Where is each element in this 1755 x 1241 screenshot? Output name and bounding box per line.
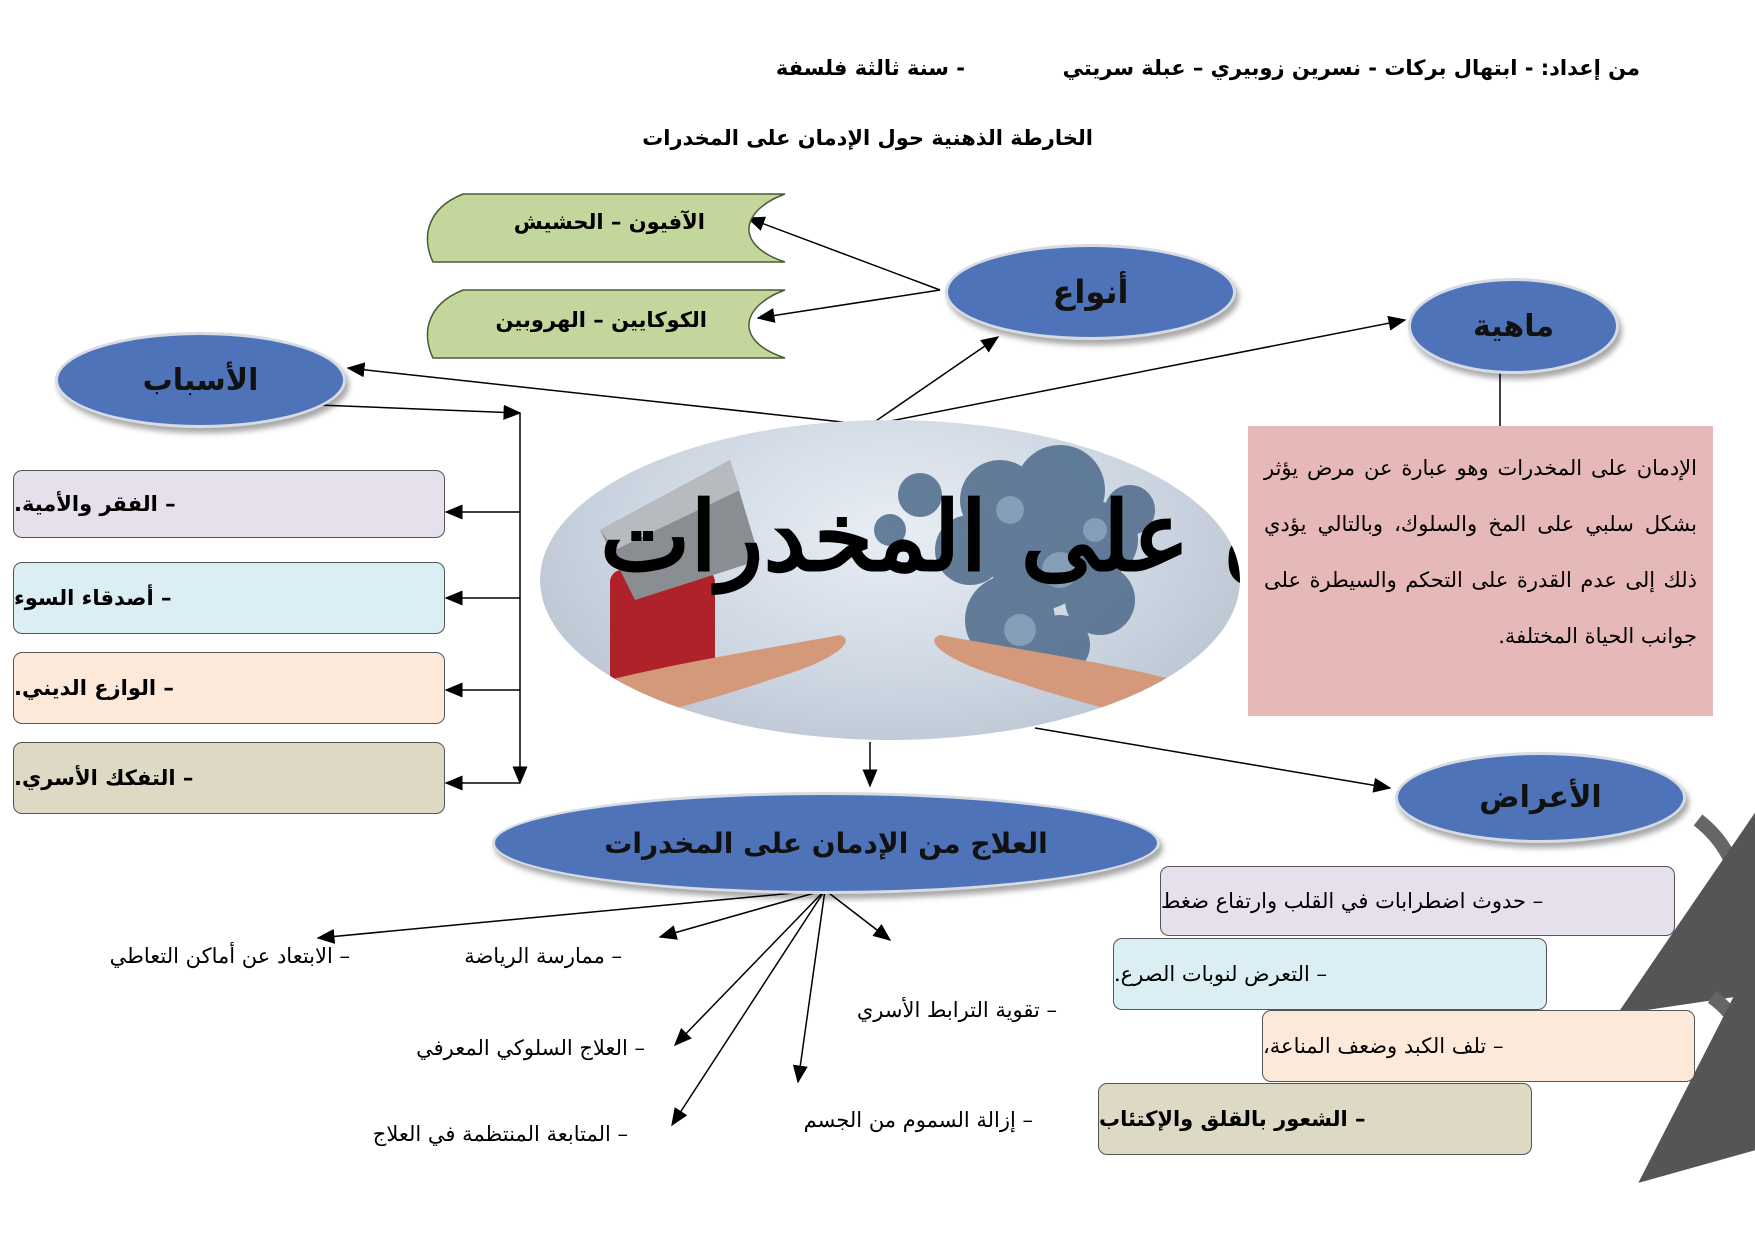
- page-title: الخارطة الذهنية حول الإدمان على المخدرات: [642, 126, 1093, 150]
- cause-item: – الوازع الديني.: [13, 652, 445, 724]
- cause-item: – التفكك الأسري.: [13, 742, 445, 814]
- symptom-item: – التعرض لنوبات الصرع.: [1113, 938, 1547, 1010]
- class-line: - سنة ثالثة فلسفة: [775, 56, 965, 80]
- link-center-symptoms: [1034, 727, 1392, 793]
- node-treatment: العلاج من الإدمان على المخدرات: [492, 792, 1160, 894]
- treatment-item: – الابتعاد عن أماكن التعاطي: [109, 944, 350, 968]
- treatment-item: – العلاج السلوكي المعرفي: [416, 1036, 645, 1060]
- central-image: الإدمان على المخدرات: [540, 420, 1240, 740]
- hands-icon: [570, 635, 1210, 725]
- pill-icon: [600, 460, 760, 685]
- link-center-types: [869, 336, 1000, 426]
- node-nature: ماهية: [1408, 278, 1619, 374]
- types-item: الكوكايين – الهروبين: [495, 308, 707, 332]
- curved-arrow-icon: [1638, 965, 1755, 1184]
- symptom-item: – الشعور بالقلق والإكتئاب: [1098, 1083, 1532, 1155]
- definition-box: الإدمان على المخدرات وهو عبارة عن مرض يؤ…: [1248, 426, 1713, 716]
- types-item: الآفيون – الحشيش: [513, 210, 705, 234]
- node-causes: الأسباب: [55, 332, 346, 428]
- symptom-item: – تلف الكبد وضعف المناعة،: [1262, 1010, 1695, 1082]
- cause-item: – أصدقاء السوء: [13, 562, 445, 634]
- central-title: الإدمان على المخدرات: [600, 480, 1240, 593]
- node-symptoms: الأعراض: [1395, 752, 1686, 843]
- treatment-item: – تقوية الترابط الأسري: [856, 998, 1057, 1022]
- cause-item: – الفقر والأمية.: [13, 470, 445, 538]
- curved-arrow-icon: [1617, 812, 1755, 1015]
- treatment-item: – ممارسة الرياضة: [464, 944, 622, 968]
- link-center-nature: [869, 315, 1407, 426]
- symptom-item: – حدوث اضطرابات في القلب وارتفاع ضغط: [1160, 866, 1675, 936]
- link-center-causes: [346, 362, 871, 426]
- treatment-item: – إزالة السموم من الجسم: [803, 1108, 1033, 1132]
- treatment-item: – المتابعة المنتظمة في العلاج: [372, 1122, 628, 1146]
- types-shapes: [426, 193, 786, 359]
- authors-line: من إعداد: - ابتهال بركات - نسرين زوبيري …: [1062, 56, 1640, 80]
- node-types: أنواع: [945, 244, 1236, 340]
- gear-brain-icon: [874, 445, 1155, 675]
